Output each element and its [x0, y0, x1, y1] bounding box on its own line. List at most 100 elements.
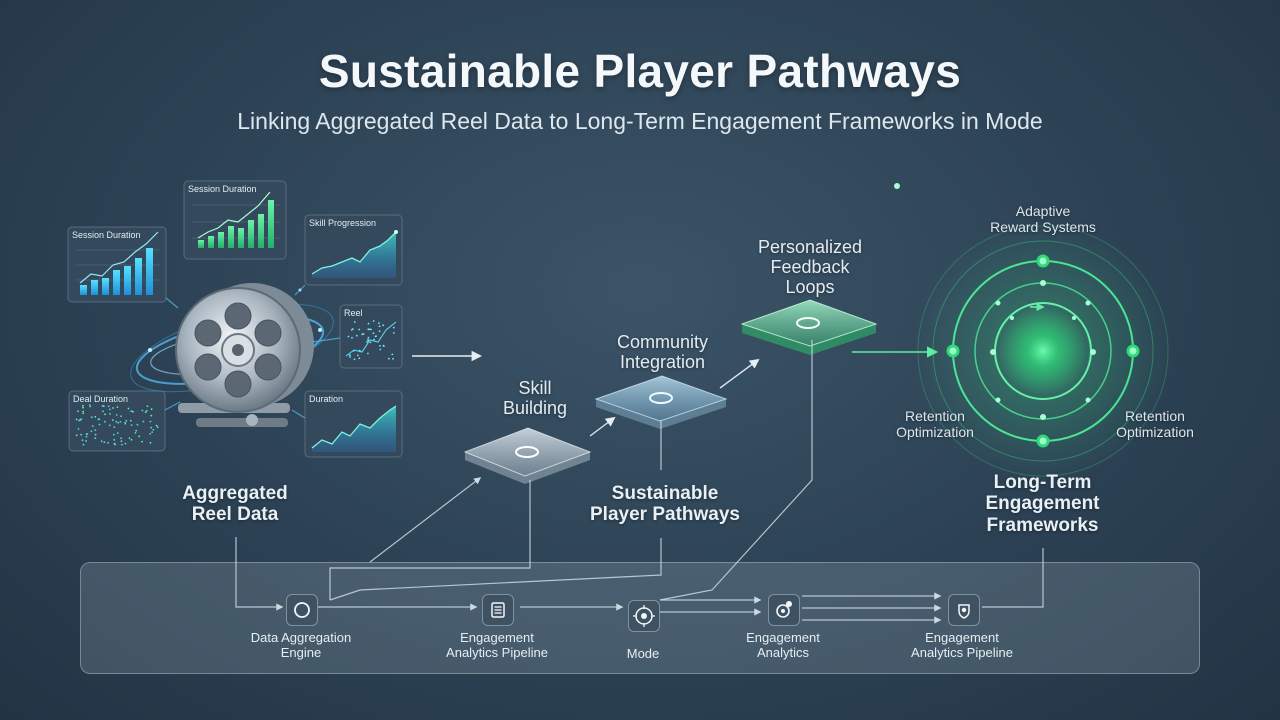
node-community-integration: Community Integration [616, 332, 709, 373]
scatter-dot [108, 424, 111, 427]
scatter-dot [112, 407, 114, 409]
scatter-dot [98, 423, 101, 426]
scatter-dot [149, 442, 152, 444]
scatter-dot [115, 414, 118, 416]
scatter-dot [125, 419, 128, 422]
scatter-dot [155, 424, 158, 427]
scatter-dot [80, 433, 82, 436]
scatter-dot [351, 328, 354, 330]
scatter-dot [75, 434, 78, 437]
scatter-dot [113, 433, 115, 436]
chart-title: Duration [309, 394, 344, 404]
document-icon [482, 594, 514, 626]
scatter-dot [357, 354, 359, 357]
scatter-dot [130, 438, 133, 441]
pipeline-stage-label: Engagement Analytics Pipeline [911, 630, 1013, 660]
scatter-dot [372, 320, 375, 322]
chart-card-reel [339, 304, 403, 369]
pipeline-stage-label: Data Aggregation Engine [250, 630, 352, 660]
scatter-dot [152, 428, 155, 431]
scatter-dot [103, 441, 106, 444]
scatter-dot [100, 440, 103, 443]
scatter-dot [102, 410, 104, 413]
scatter-dot [116, 432, 119, 434]
scatter-dot [150, 408, 153, 411]
scatter-dot [382, 324, 385, 327]
scatter-dot [358, 357, 361, 360]
scatter-dot [382, 344, 385, 347]
scatter-dot [104, 420, 106, 423]
scatter-dot [77, 410, 79, 413]
node-retention-optimization-left: Retention Optimization [896, 408, 974, 440]
scatter-dot [358, 328, 361, 331]
tile-skill-building [463, 427, 592, 484]
scatter-dot [115, 420, 118, 423]
scatter-dot [142, 420, 145, 423]
chart-card-session-duration-small [183, 180, 287, 260]
chart-card-duration [304, 390, 403, 458]
node-long-term-engagement-frameworks: Long-Term Engagement Frameworks [985, 472, 1100, 536]
scatter-dot [141, 440, 144, 443]
pipeline-stage-label: Engagement Analytics [746, 630, 820, 660]
scatter-dot [373, 338, 375, 341]
scatter-dot [124, 422, 127, 425]
scatter-dot [116, 406, 119, 408]
scatter-dot [113, 439, 116, 441]
film-reel-icon [130, 283, 334, 427]
scatter-dot [369, 341, 372, 344]
node-personalized-feedback-loops: Personalized Feedback Loops [757, 237, 863, 298]
scatter-dot [89, 405, 92, 408]
scatter-dot [85, 435, 88, 438]
scatter-dot [132, 410, 134, 413]
scatter-dot [135, 429, 138, 432]
scatter-dot [94, 437, 97, 440]
scatter-dot [88, 404, 91, 406]
scatter-dot [351, 336, 353, 339]
scatter-dot [379, 348, 382, 351]
scatter-dot [127, 407, 130, 410]
scatter-dot [391, 353, 394, 356]
scatter-dot [349, 354, 351, 357]
scatter-dot [120, 437, 122, 440]
scatter-dot [347, 335, 350, 338]
scatter-dot [77, 428, 80, 430]
scatter-dot [82, 412, 85, 415]
chart-title: Reel [344, 308, 363, 318]
scatter-dot [120, 443, 123, 446]
scatter-dot [370, 328, 372, 331]
scatter-dot [150, 414, 153, 417]
chart-card-session-duration-large [67, 226, 167, 303]
scatter-dot [392, 332, 395, 334]
scatter-dot [128, 437, 131, 440]
node-skill-building: Skill Building [502, 378, 568, 419]
chart-card-skill-progression [304, 214, 403, 286]
pipeline-connectors [235, 340, 1044, 624]
scatter-dot [102, 405, 105, 407]
scatter-dot [378, 322, 380, 324]
reel-connectors [164, 284, 341, 419]
scatter-dot [134, 432, 137, 434]
scatter-dot [81, 439, 84, 442]
scatter-dot [82, 406, 84, 409]
scatter-dot [366, 341, 368, 343]
engagement-orbit [894, 183, 1173, 481]
scatter-dot [109, 408, 111, 411]
scatter-dot [114, 443, 117, 446]
scatter-dot [361, 333, 364, 336]
scatter-dot [367, 352, 369, 355]
scatter-dot [107, 405, 110, 408]
scatter-dot [75, 418, 78, 421]
scatter-dot [372, 332, 375, 335]
scatter-dot [136, 423, 139, 426]
scatter-dot [141, 409, 144, 412]
pipeline-stage-label: Engagement Analytics Pipeline [446, 630, 548, 660]
scatter-dot [146, 405, 149, 408]
scatter-dot [367, 336, 370, 339]
scatter-dot [349, 356, 351, 358]
node-retention-optimization-right: Retention Optimization [1116, 408, 1194, 440]
scatter-dot [367, 322, 370, 325]
scatter-dot [355, 334, 358, 337]
chart-title: Session Duration [188, 184, 257, 194]
scatter-dot [375, 335, 377, 337]
